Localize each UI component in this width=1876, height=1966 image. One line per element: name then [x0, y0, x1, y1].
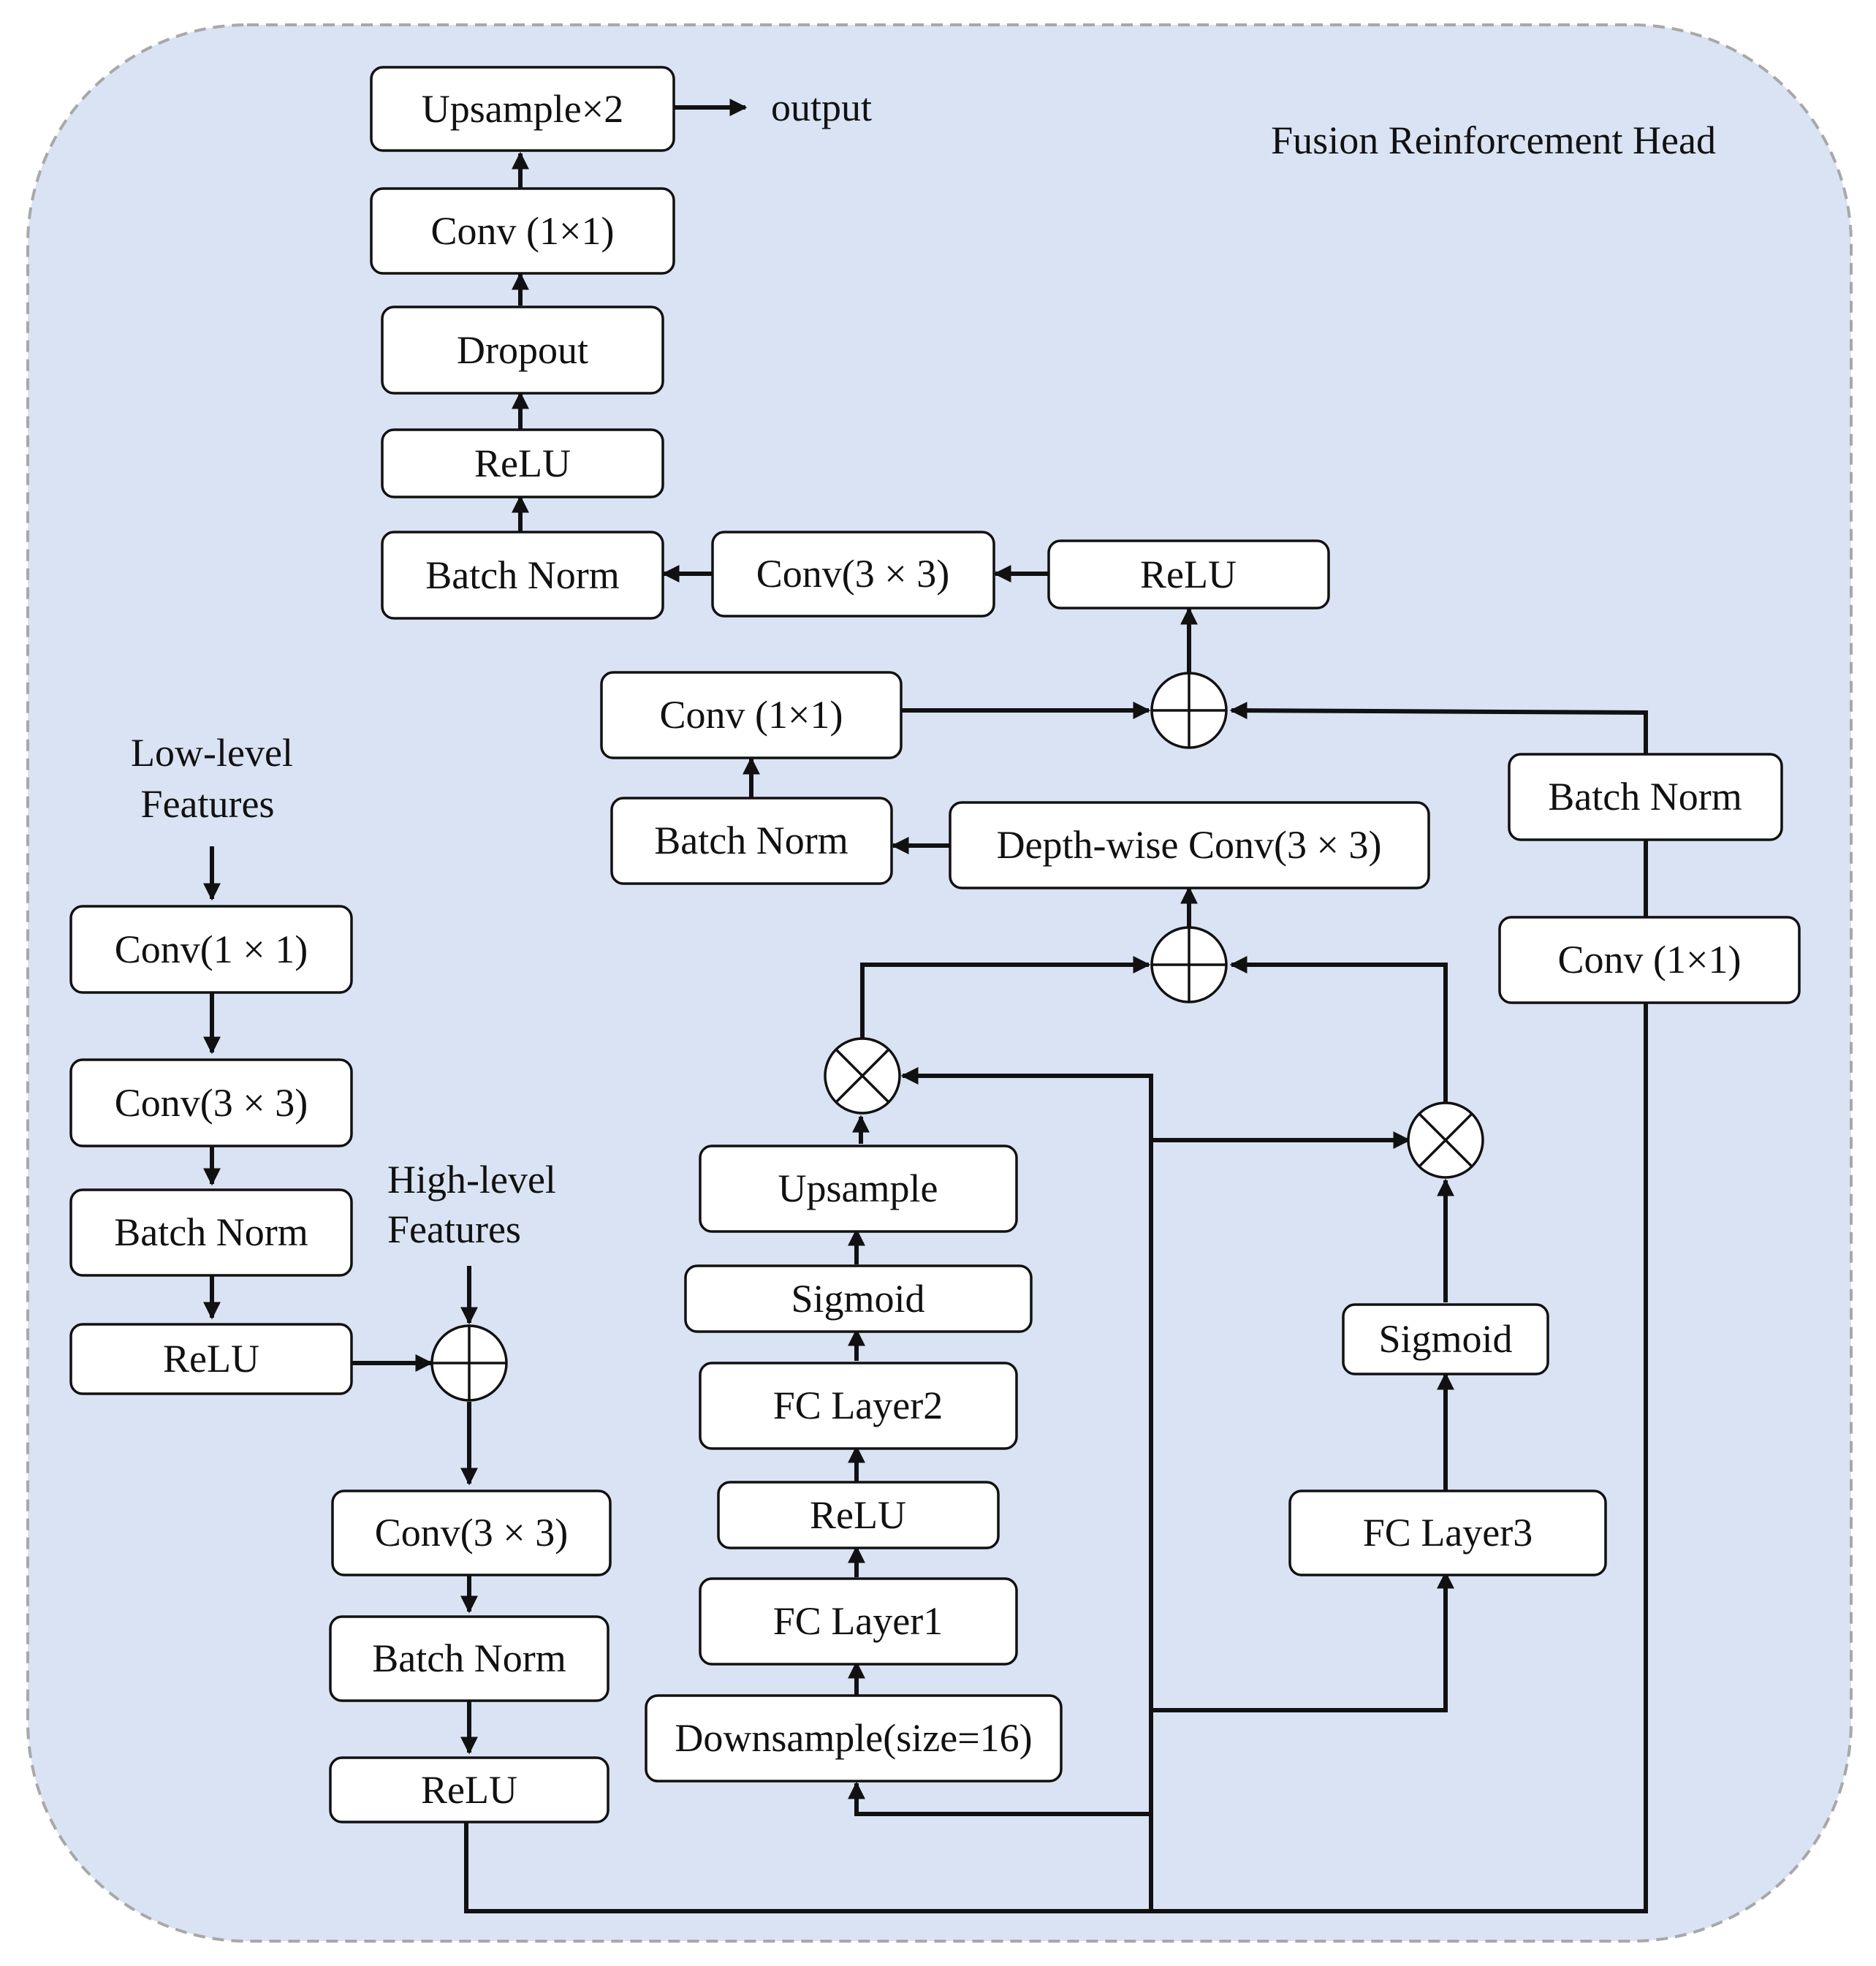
downsample-label: Downsample(size=16)	[675, 1716, 1032, 1760]
conv1x1-right-block: Conv (1×1)	[1498, 916, 1801, 1004]
upsample-x2-label: Upsample×2	[422, 87, 623, 131]
depthwise-conv-label: Depth-wise Conv(3 × 3)	[997, 823, 1382, 867]
conv3x3-top-block: Conv(3 × 3)	[711, 531, 995, 618]
low-batchnorm-block: Batch Norm	[69, 1188, 353, 1277]
connections	[203, 99, 1648, 1913]
sigmoid-right-label: Sigmoid	[1378, 1317, 1512, 1361]
fuse-relu-block: ReLU	[329, 1756, 609, 1823]
head-panel	[26, 23, 1853, 1943]
fuse-conv3x3-label: Conv(3 × 3)	[375, 1511, 568, 1555]
low-conv3x3-label: Conv(3 × 3)	[115, 1081, 308, 1125]
fc-layer2-label: FC Layer2	[773, 1384, 943, 1427]
upsample-label: Upsample	[778, 1166, 938, 1210]
conv1x1-top-label: Conv (1×1)	[431, 209, 615, 253]
dropout-label: Dropout	[457, 328, 588, 372]
fuse-batchnorm-label: Batch Norm	[372, 1636, 566, 1680]
conv1x1-mid-block: Conv (1×1)	[600, 671, 903, 759]
fuse-relu-label: ReLU	[421, 1768, 517, 1812]
low-conv3x3-block: Conv(3 × 3)	[69, 1058, 353, 1147]
sigmoid-right-block: Sigmoid	[1342, 1303, 1549, 1375]
low-batchnorm-label: Batch Norm	[114, 1210, 308, 1254]
relu-fc-block: ReLU	[717, 1481, 1000, 1549]
batchnorm-top-label: Batch Norm	[425, 553, 619, 597]
upsample-x2-block: Upsample×2	[370, 66, 675, 152]
add-op-low-high	[430, 1324, 508, 1402]
batchnorm-mid-block: Batch Norm	[610, 797, 893, 885]
relu-top-block: ReLU	[381, 428, 664, 498]
batchnorm-right-block: Batch Norm	[1508, 753, 1783, 841]
low-relu-label: ReLU	[163, 1337, 259, 1381]
low-level-features-label-2: Features	[141, 782, 275, 826]
downsample-block: Downsample(size=16)	[645, 1694, 1063, 1783]
relu-mid-label: ReLU	[1140, 553, 1237, 596]
batchnorm-mid-label: Batch Norm	[654, 819, 848, 862]
fc-layer1-label: FC Layer1	[773, 1599, 943, 1643]
batchnorm-right-label: Batch Norm	[1548, 775, 1742, 819]
low-relu-block: ReLU	[69, 1323, 353, 1395]
sigmoid-left-block: Sigmoid	[684, 1264, 1033, 1333]
batchnorm-top-block: Batch Norm	[381, 531, 664, 620]
conv1x1-mid-label: Conv (1×1)	[660, 693, 843, 737]
upsample-block: Upsample	[699, 1145, 1018, 1233]
high-level-features-label-2: Features	[387, 1207, 521, 1251]
add-op-attention	[1150, 926, 1228, 1003]
relu-fc-label: ReLU	[810, 1493, 906, 1537]
low-conv1x1-block: Conv(1 × 1)	[69, 905, 353, 994]
dropout-block: Dropout	[381, 305, 664, 395]
low-level-features-label-1: Low-level	[131, 731, 293, 775]
relu-top-label: ReLU	[474, 441, 571, 485]
relu-mid-block: ReLU	[1047, 539, 1330, 610]
fc-layer2-block: FC Layer2	[699, 1362, 1018, 1450]
conv1x1-top-block: Conv (1×1)	[370, 187, 675, 275]
conv3x3-top-label: Conv(3 × 3)	[756, 552, 949, 596]
multiply-op-right	[1407, 1101, 1484, 1179]
output-label: output	[771, 86, 872, 129]
fc-layer3-block: FC Layer3	[1288, 1489, 1607, 1576]
conv1x1-right-label: Conv (1×1)	[1558, 938, 1742, 982]
fc-layer1-block: FC Layer1	[699, 1577, 1018, 1666]
low-conv1x1-label: Conv(1 × 1)	[115, 927, 308, 971]
fuse-batchnorm-block: Batch Norm	[329, 1615, 609, 1702]
fuse-conv3x3-block: Conv(3 × 3)	[331, 1489, 612, 1576]
depthwise-conv-block: Depth-wise Conv(3 × 3)	[949, 801, 1430, 889]
high-level-features-label-1: High-level	[387, 1158, 556, 1202]
sigmoid-left-label: Sigmoid	[791, 1277, 924, 1321]
add-op-top	[1150, 672, 1228, 749]
multiply-op-left	[824, 1037, 901, 1115]
fc-layer3-label: FC Layer3	[1363, 1511, 1533, 1555]
panel-title: Fusion Reinforcement Head	[1271, 118, 1716, 162]
